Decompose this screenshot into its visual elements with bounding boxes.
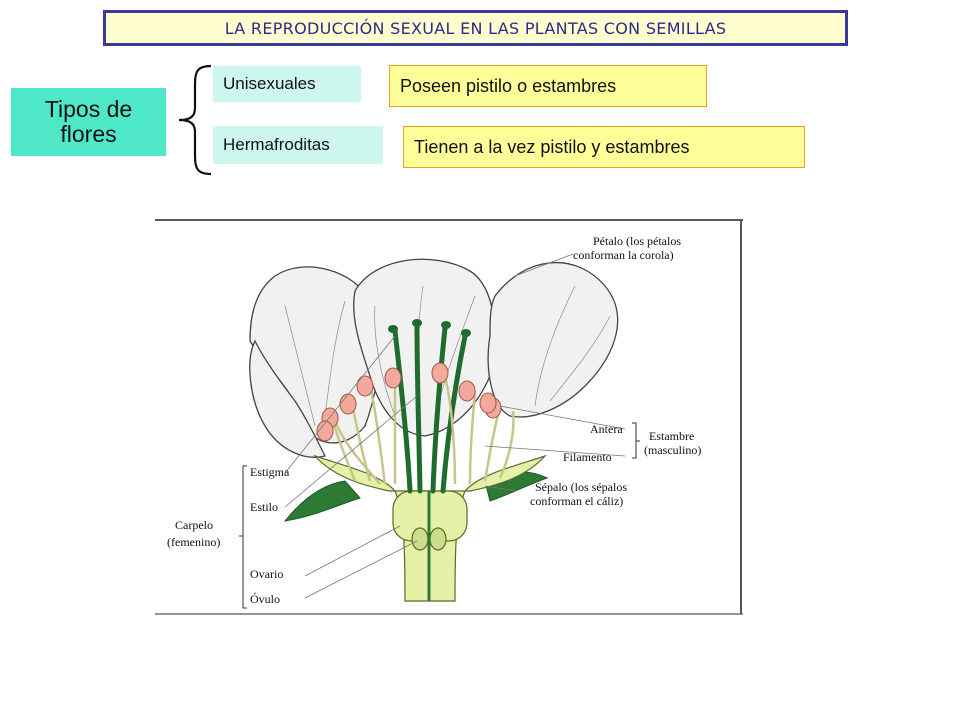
label-sepal-2: conforman el cáliz) [530, 494, 623, 508]
label-filament: Filamento [563, 450, 612, 464]
leader-lines [284, 253, 626, 599]
ovule-left [411, 527, 429, 551]
label-stamen-1: Estambre [649, 429, 694, 443]
stamen-bracket [632, 422, 640, 459]
label-anther: Antera [590, 422, 623, 436]
label-stamen-2: (masculino) [644, 443, 701, 457]
label-style: Estilo [250, 500, 278, 514]
ovule-right [429, 527, 447, 551]
title-banner: LA REPRODUCCIÓN SEXUAL EN LAS PLANTAS CO… [103, 10, 848, 46]
petals [249, 258, 619, 458]
label-ovary: Ovario [250, 567, 283, 581]
flower-types-box: Tipos de flores [11, 88, 166, 156]
label-carpel-2: (femenino) [167, 535, 220, 549]
label-petal-1: Pétalo (los pétalos [593, 234, 681, 248]
label-carpel-1: Carpelo [175, 518, 213, 532]
carpel-bracket [239, 465, 247, 609]
stigmas [388, 319, 471, 337]
label-stigma: Estigma [250, 465, 290, 479]
page-title: LA REPRODUCCIÓN SEXUAL EN LAS PLANTAS CO… [224, 18, 727, 38]
unisexual-description: Poseen pistilo o estambres [389, 65, 707, 107]
unisexual-tag: Unisexuales [213, 66, 361, 102]
hermaphrodite-description: Tienen a la vez pistilo y estambres [403, 126, 805, 168]
label-petal-2: conforman la corola) [573, 248, 674, 262]
label-sepal-1: Sépalo (los sépalos [535, 480, 627, 494]
label-ovule: Óvulo [250, 592, 280, 606]
flower-diagram: Pétalo (los pétalos conforman la corola)… [155, 216, 745, 616]
anthers [316, 362, 502, 442]
curly-brace [178, 64, 212, 176]
hermaphrodite-tag: Hermafroditas [213, 126, 383, 164]
